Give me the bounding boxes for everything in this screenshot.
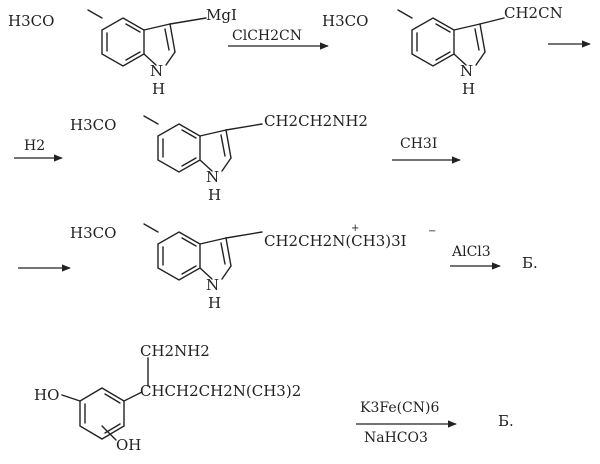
quaternary-ammonium-product: H3CO CH2CH2N(CH3)3I + − N H <box>70 223 436 312</box>
reagent-aluminium-chloride: AlCl3 <box>451 244 491 260</box>
nh-label: N <box>460 62 473 80</box>
reagent-potassium-ferricyanide: K3Fe(CN)6 <box>360 400 439 416</box>
hydroxy-label: OH <box>116 436 141 454</box>
reaction-arrow-3: CH3I <box>392 136 461 164</box>
side-chain-label: CHCH2CH2N(CH3)2 <box>140 382 301 400</box>
methoxy-label: H3CO <box>70 116 116 134</box>
hydroquinone-substrate: CH2NH2 CHCH2CH2N(CH3)2 HO OH <box>34 342 301 454</box>
reaction-arrow-5: K3Fe(CN)6 NaHCO3 Б. <box>356 400 514 446</box>
side-chain-label: CH2CN <box>504 4 563 22</box>
reagent-chloroacetonitrile: ClCH2CN <box>232 28 302 44</box>
plus-charge: + <box>351 223 359 234</box>
product-nitrile: H3CO CH2CN N H <box>322 4 563 98</box>
minus-charge: − <box>428 226 436 237</box>
compound-label: Б. <box>498 412 514 430</box>
nh-label: N <box>206 168 219 186</box>
compound-label: Б. <box>522 254 538 272</box>
reaction-arrow-4: AlCl3 Б. <box>450 244 538 272</box>
methoxy-label: H3CO <box>70 224 116 242</box>
h-label: H <box>152 80 165 98</box>
h-label: H <box>208 294 221 312</box>
methoxy-label: H3CO <box>322 12 368 30</box>
aminomethyl-label: CH2NH2 <box>140 342 210 360</box>
side-chain-label: CH2CH2NH2 <box>264 112 368 130</box>
h-label: H <box>208 186 221 204</box>
hydroxy-label: HO <box>34 386 59 404</box>
tryptamine-product: H3CO CH2CH2NH2 N H <box>70 112 368 204</box>
reagent-methyl-iodide: CH3I <box>400 136 437 152</box>
nh-label: N <box>206 276 219 294</box>
start-material: H3CO MgI N H <box>8 6 237 98</box>
reaction-arrow-2: H2 <box>14 138 63 162</box>
reaction-arrow-1: ClCH2CN <box>228 28 329 50</box>
side-chain-label: CH2CH2N(CH3)3I <box>264 232 407 250</box>
grignard-label: MgI <box>206 6 237 24</box>
nh-label: N <box>150 62 163 80</box>
reagent-sodium-bicarbonate: NaHCO3 <box>364 430 428 446</box>
h-label: H <box>462 80 475 98</box>
reagent-hydrogen: H2 <box>24 138 45 154</box>
methoxy-label: H3CO <box>8 12 54 30</box>
